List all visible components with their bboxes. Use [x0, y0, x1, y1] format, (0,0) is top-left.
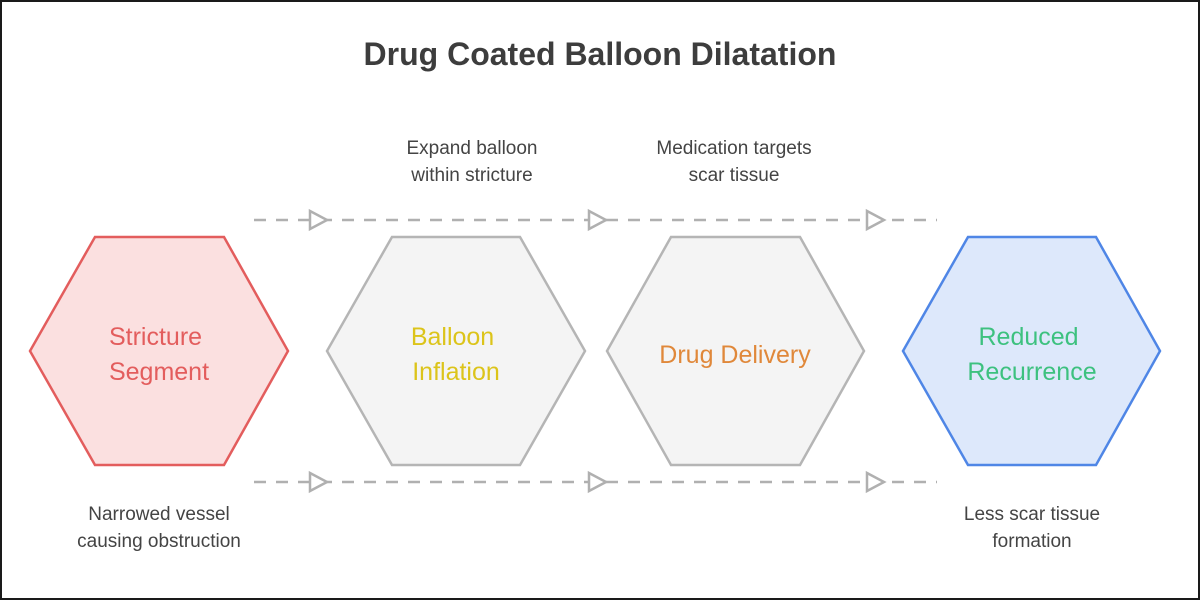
annotation-drug-delivery: Medication targets scar tissue [604, 135, 864, 189]
annotation-line: Narrowed vessel [88, 504, 230, 525]
top-arrow-2-icon [587, 208, 609, 232]
step-3-hexagon [605, 235, 866, 467]
step-3-label-line-1: Drug Delivery [659, 341, 811, 369]
annotation-stricture-segment: Narrowed vessel causing obstruction [29, 501, 289, 555]
step-2-label-line-2: Inflation [412, 358, 500, 386]
step-1-label-line-1: Stricture [109, 323, 202, 351]
bottom-arrow-2-icon [587, 470, 609, 494]
step-reduced-recurrence: Reduced Recurrence [901, 235, 1162, 467]
step-2-label: Balloon Inflation [411, 323, 501, 386]
step-3-label: Drug Delivery [659, 341, 811, 369]
step-1-hexagon [28, 235, 290, 467]
diagram-title: Drug Coated Balloon Dilatation [363, 36, 837, 72]
step-1-label: Stricture Segment [109, 323, 209, 386]
bottom-arrow-1-icon [308, 470, 330, 494]
annotation-reduced-recurrence: Less scar tissue formation [902, 501, 1162, 555]
annotation-line: Less scar tissue [963, 504, 1101, 525]
step-balloon-inflation: Balloon Inflation [325, 235, 587, 467]
annotation-line: scar tissue [688, 165, 780, 186]
step-1-label-line-2: Segment [109, 358, 209, 386]
step-4-label-line-2: Recurrence [967, 358, 1096, 386]
bottom-arrow-3-icon [865, 470, 887, 494]
top-arrow-3-icon [865, 208, 887, 232]
annotation-line: Expand balloon [406, 138, 538, 159]
annotation-balloon-inflation: Expand balloon within stricture [342, 135, 602, 189]
top-connector [254, 208, 937, 232]
annotation-line: formation [992, 531, 1072, 552]
step-4-label: Reduced Recurrence [967, 323, 1096, 386]
annotation-line: causing obstruction [77, 531, 241, 552]
step-4-label-line-1: Reduced [978, 323, 1078, 351]
step-drug-delivery: Drug Delivery [605, 235, 866, 467]
top-arrow-1-icon [308, 208, 330, 232]
step-2-label-line-1: Balloon [411, 323, 494, 351]
annotation-line: Medication targets [656, 138, 812, 159]
step-stricture-segment: Stricture Segment [28, 235, 290, 467]
step-2-hexagon [325, 235, 587, 467]
annotation-line: within stricture [411, 165, 533, 186]
step-4-hexagon [901, 235, 1162, 467]
bottom-connector [254, 470, 937, 494]
